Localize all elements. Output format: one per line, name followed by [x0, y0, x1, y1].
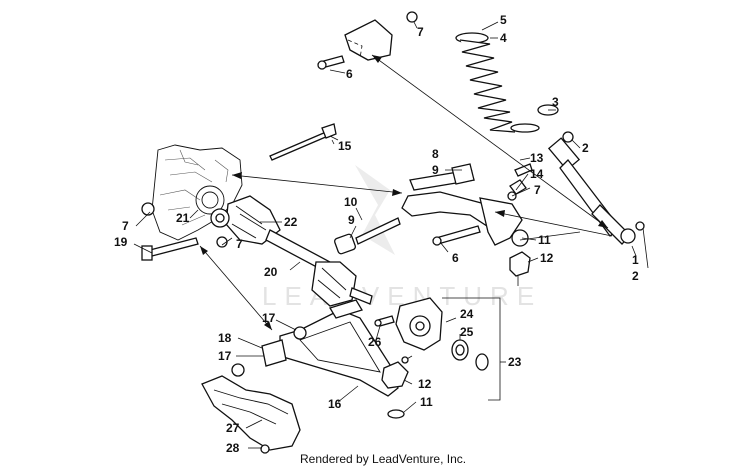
bolt-6-lower — [432, 225, 481, 246]
ball-joint-12-upper — [509, 251, 531, 286]
callout-25: 25 — [460, 325, 474, 339]
upper-bracket — [317, 11, 418, 70]
steering-knuckle — [374, 297, 489, 371]
callout-21: 21 — [176, 211, 190, 225]
callout-12: 12 — [418, 377, 432, 391]
callout-labels: 7 6 5 4 3 2 15 8 9 13 14 7 10 9 11 12 6 … — [114, 13, 639, 455]
lower-a-arm — [231, 299, 399, 397]
callout-28: 28 — [226, 441, 240, 455]
callout-4: 4 — [500, 31, 507, 45]
callout-9: 9 — [348, 213, 355, 227]
cv-axle — [210, 195, 373, 307]
callout-20: 20 — [264, 265, 278, 279]
skid-plate — [201, 375, 301, 454]
callout-15: 15 — [338, 139, 352, 153]
bracket-23 — [442, 297, 506, 401]
callout-8: 8 — [432, 147, 439, 161]
callout-26: 26 — [368, 335, 382, 349]
callout-9: 9 — [432, 163, 439, 177]
callout-11: 11 — [538, 233, 551, 247]
callout-12: 12 — [540, 251, 554, 265]
bolt-15 — [269, 123, 337, 161]
upper-a-arm — [401, 163, 529, 247]
callout-24: 24 — [460, 307, 474, 321]
callout-2: 2 — [632, 269, 639, 283]
watermark: LEADVENTURE — [262, 165, 542, 311]
bolt-19 — [141, 202, 228, 261]
bushing-9-upper — [334, 217, 401, 255]
callout-22: 22 — [284, 215, 298, 229]
callout-7: 7 — [236, 237, 243, 251]
callout-17: 17 — [262, 311, 276, 325]
callout-3: 3 — [552, 95, 559, 109]
callout-16: 16 — [328, 397, 342, 411]
spring-4 — [455, 32, 540, 133]
callout-14: 14 — [530, 167, 544, 181]
callout-11: 11 — [420, 395, 433, 409]
callout-18: 18 — [218, 331, 232, 345]
callout-6: 6 — [452, 251, 459, 265]
callout-7: 7 — [534, 183, 541, 197]
callout-13: 13 — [530, 151, 544, 165]
callout-2: 2 — [582, 141, 589, 155]
assembly-arrows — [199, 54, 613, 331]
footer-credit: Rendered by LeadVenture, Inc. — [300, 452, 466, 466]
watermark-text: LEADVENTURE — [262, 281, 542, 311]
callout-10: 10 — [344, 195, 358, 209]
callout-17: 17 — [218, 349, 232, 363]
callout-7: 7 — [122, 219, 129, 233]
callout-19: 19 — [114, 235, 128, 249]
callout-27: 27 — [226, 421, 240, 435]
shock-absorber — [547, 131, 645, 245]
callout-7: 7 — [417, 25, 424, 39]
callout-1: 1 — [632, 253, 639, 267]
leader-lines — [133, 21, 649, 449]
callout-5: 5 — [500, 13, 507, 27]
ball-joint-12-lower — [381, 361, 409, 419]
callout-6: 6 — [346, 67, 353, 81]
callout-23: 23 — [508, 355, 522, 369]
